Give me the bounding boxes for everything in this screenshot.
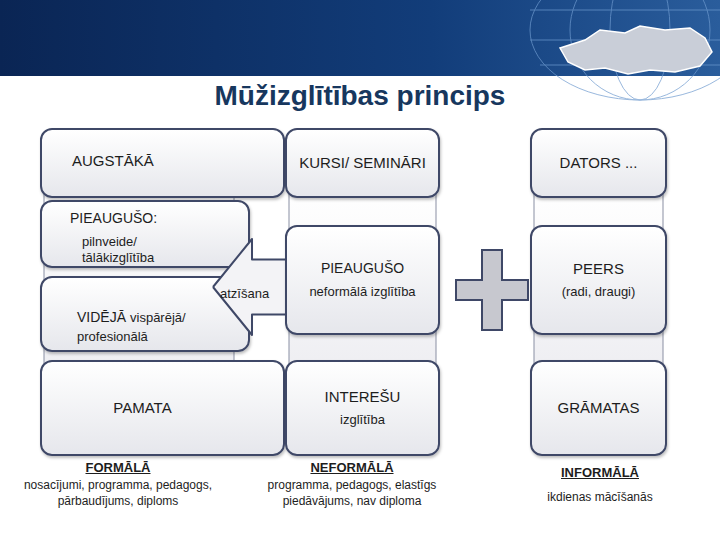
column-heading: NEFORMĀLĀ <box>247 460 457 477</box>
banner <box>0 0 720 76</box>
box-heading: PAMATA <box>113 399 171 418</box>
box-heading: VIDĒJĀ <box>77 309 126 325</box>
column-note: ikdienas mācīšanās <box>520 490 680 506</box>
category-box: DATORS ... <box>530 128 667 198</box>
category-box: GRĀMATAS <box>530 360 667 456</box>
box-heading: AUGSTĀKĀ <box>72 152 154 171</box>
box-heading: PIEAUGUŠO: <box>70 210 157 228</box>
column-note: nosacījumi, programma, pedagogs, pārbaud… <box>8 478 228 509</box>
category-box: PEERS (radi, draugi) <box>530 225 667 335</box>
column-heading: INFORMĀLĀ <box>520 465 680 482</box>
category-box: PAMATA <box>40 360 285 456</box>
box-heading: PIEAUGUŠO <box>321 260 404 278</box>
box-subtext: neformālā izglītība <box>309 284 415 300</box>
box-heading: GRĀMATAS <box>558 399 640 418</box>
slide-title: Mūžizglītības princips <box>0 80 720 112</box>
column-heading: FORMĀLĀ <box>8 460 228 477</box>
block-arrow: atzīšana <box>212 238 288 336</box>
column-note: programma, pedagogs, elastīgs piedāvājum… <box>247 478 457 509</box>
plus-symbol <box>456 250 528 330</box>
category-box: PIEAUGUŠO: pilnveide/ tālākizglītība <box>40 200 250 268</box>
box-heading: KURSI/ SEMINĀRI <box>299 154 426 173</box>
category-box: AUGSTĀKĀ <box>40 128 285 198</box>
box-subtext: pilnveide/ tālākizglītība <box>82 234 192 267</box>
map-outline <box>560 26 712 74</box>
box-subtext: izglītība <box>340 412 385 428</box>
category-box: KURSI/ SEMINĀRI <box>285 128 440 198</box>
box-heading: PEERS <box>573 260 624 279</box>
box-heading: atzīšana <box>220 286 269 302</box>
box-heading: DATORS ... <box>560 154 638 173</box>
globe-lines <box>530 0 720 100</box>
category-box: PIEAUGUŠO neformālā izglītība <box>285 225 440 335</box>
box-heading: INTEREŠU <box>325 388 401 407</box>
box-subtext: (radi, draugi) <box>562 284 636 300</box>
category-box: INTEREŠU izglītība <box>285 360 440 456</box>
